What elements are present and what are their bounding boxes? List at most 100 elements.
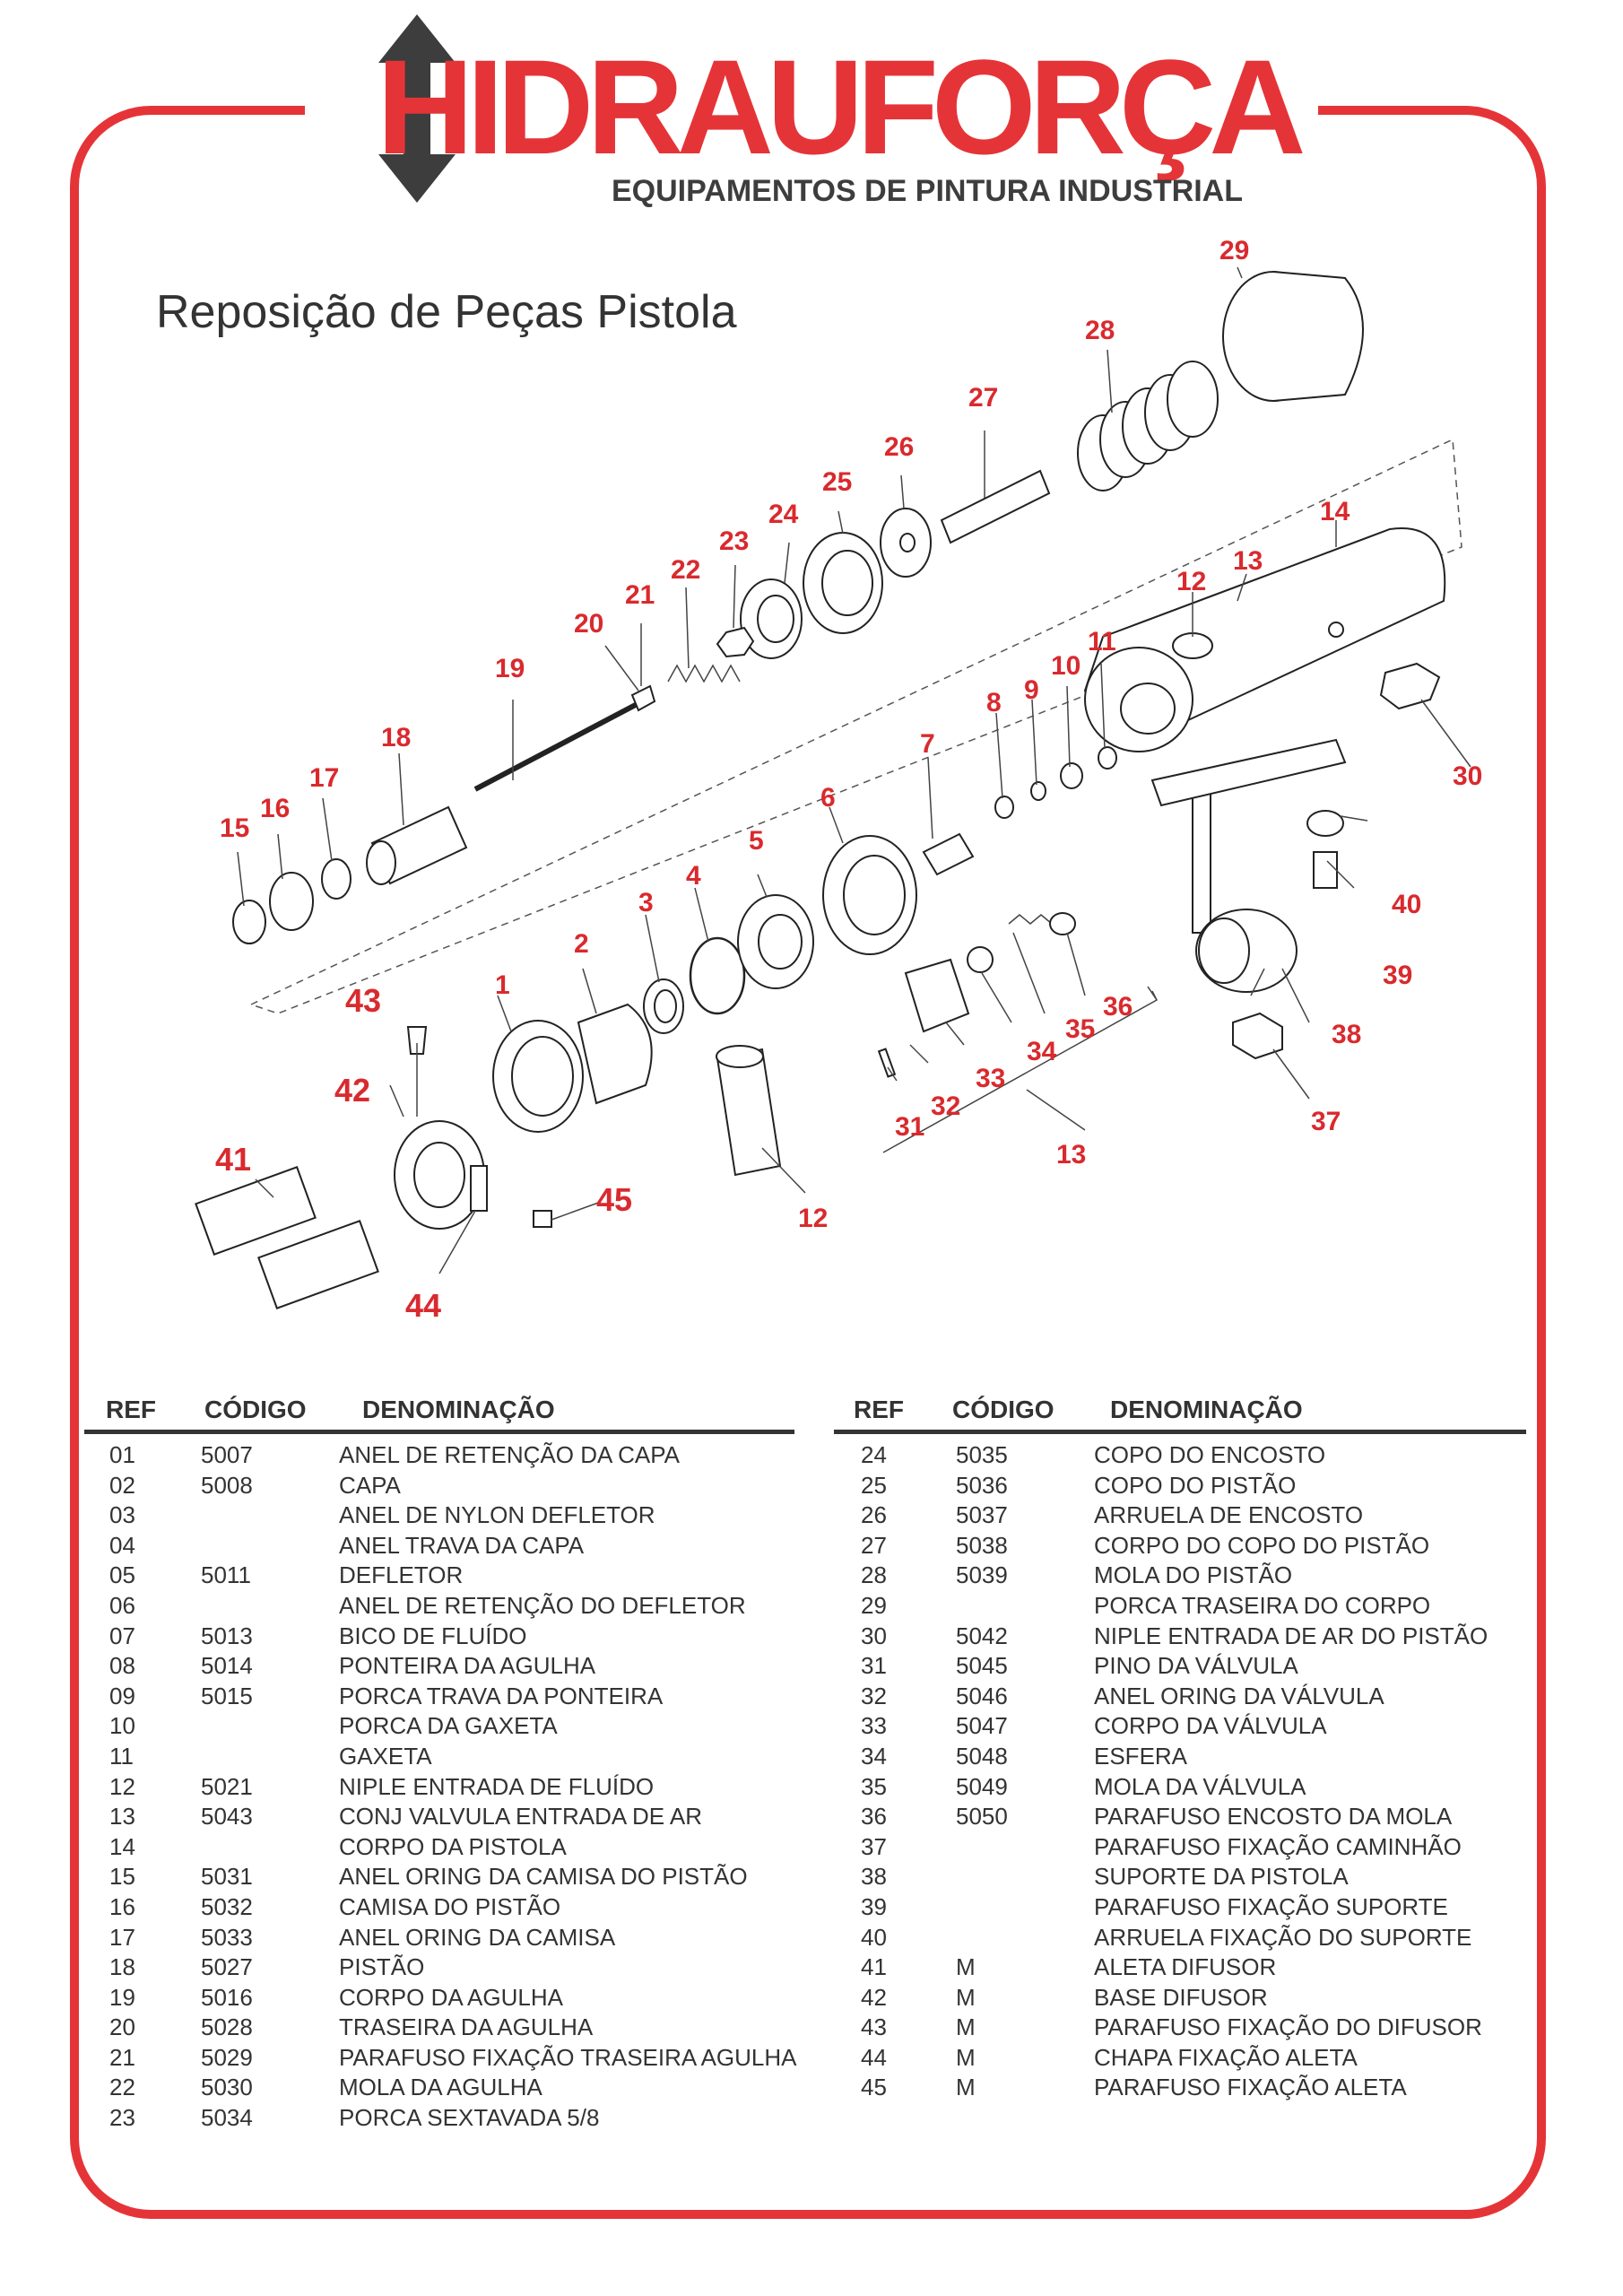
cell-code: 5033 [201, 1923, 253, 1951]
cell-name: PONTEIRA DA AGULHA [339, 1652, 596, 1680]
header-code: CÓDIGO [952, 1396, 1055, 1423]
label-30: 30 [1453, 761, 1482, 791]
cell-ref: 29 [861, 1591, 887, 1619]
cell-ref: 15 [109, 1863, 135, 1891]
cell-code: 5035 [956, 1441, 1008, 1468]
cell-name: CORPO DA AGULHA [339, 1983, 563, 2011]
cell-name: ANEL TRAVA DA CAPA [339, 1531, 585, 1559]
cell-name: PORCA SEXTAVADA 5/8 [339, 2104, 600, 2132]
label-37: 37 [1311, 1107, 1341, 1136]
cell-code: M [956, 1953, 976, 1981]
cell-name: MOLA DA AGULHA [339, 2074, 542, 2101]
cell-ref: 39 [861, 1892, 887, 1920]
label-10: 10 [1051, 651, 1081, 681]
cell-name: PARAFUSO FIXAÇÃO DO DIFUSOR [1094, 2013, 1482, 2041]
cell-code: M [956, 2043, 976, 2071]
cell-name: CORPO DA PISTOLA [339, 1832, 567, 1860]
cell-name: CONJ VALVULA ENTRADA DE AR [339, 1803, 703, 1831]
brand-name: HIDRAUFORÇA [377, 31, 1306, 182]
cell-ref: 33 [861, 1712, 887, 1740]
cell-ref: 41 [861, 1953, 887, 1981]
leader-lines [237, 266, 1471, 1274]
cell-code: 5049 [956, 1772, 1008, 1800]
table-header: REF CÓDIGO DENOMINAÇÃO [834, 1392, 1526, 1434]
label-9: 9 [1024, 675, 1039, 705]
cell-code: M [956, 2074, 976, 2101]
gun-body [1083, 527, 1446, 752]
cell-ref: 28 [861, 1561, 887, 1589]
cell-name: CORPO DO COPO DO PISTÃO [1094, 1531, 1430, 1559]
label-12-body: 12 [1176, 567, 1206, 596]
label-17: 17 [309, 763, 339, 793]
cell-ref: 11 [109, 1742, 134, 1770]
spring-28 [1077, 361, 1219, 491]
cell-name: COPO DO ENCOSTO [1094, 1441, 1326, 1468]
header-ref: REF [106, 1396, 156, 1423]
cell-code: 5042 [956, 1622, 1008, 1649]
cell-code: 5037 [956, 1501, 1008, 1529]
table-header: REF CÓDIGO DENOMINAÇÃO [84, 1392, 794, 1434]
cell-code: 5029 [201, 2043, 253, 2071]
label-8: 8 [986, 688, 1002, 718]
cell-ref: 36 [861, 1803, 887, 1831]
header-ref: REF [854, 1396, 904, 1423]
cell-name: COPO DO PISTÃO [1094, 1471, 1297, 1499]
label-41: 41 [215, 1141, 251, 1178]
cell-code: 5016 [201, 1983, 253, 2011]
cell-name: CHAPA FIXAÇÃO ALETA [1094, 2043, 1358, 2071]
cell-name: BASE DIFUSOR [1094, 1983, 1268, 2011]
label-16: 16 [260, 794, 290, 823]
label-5: 5 [749, 826, 764, 856]
cell-ref: 25 [861, 1471, 887, 1499]
header-name: DENOMINAÇÃO [1110, 1396, 1303, 1423]
double-arrow-icon [378, 14, 456, 203]
label-24: 24 [768, 500, 799, 529]
cell-ref: 05 [109, 1561, 135, 1589]
label-13-valve: 13 [1056, 1140, 1086, 1170]
cell-ref: 44 [861, 2043, 887, 2071]
cell-name: CAMISA DO PISTÃO [339, 1892, 561, 1920]
cell-ref: 09 [109, 1682, 135, 1709]
cell-ref: 21 [109, 2043, 135, 2071]
part-labels: 1 2 3 4 5 6 7 8 9 10 11 12 12 13 13 14 1… [215, 236, 1482, 1324]
cell-name: TRASEIRA DA AGULHA [339, 2013, 594, 2041]
cell-ref: 03 [109, 1501, 135, 1529]
cell-ref: 02 [109, 1471, 135, 1499]
cell-ref: 08 [109, 1652, 135, 1680]
cell-ref: 10 [109, 1712, 135, 1740]
cell-code: 5031 [201, 1863, 253, 1891]
page-title: Reposição de Peças Pistola [156, 286, 737, 338]
label-26: 26 [884, 432, 914, 462]
table-row: 44 M CHAPA FIXAÇÃO ALETA [834, 2044, 1526, 2074]
cell-name: BICO DE FLUÍDO [339, 1622, 527, 1649]
cell-ref: 06 [109, 1591, 135, 1619]
cell-ref: 24 [861, 1441, 887, 1468]
cell-code: 5028 [201, 2013, 253, 2041]
cell-ref: 34 [861, 1742, 887, 1770]
cell-code: 5047 [956, 1712, 1008, 1740]
label-23: 23 [719, 526, 749, 556]
label-40: 40 [1392, 890, 1421, 919]
label-21: 21 [625, 580, 655, 610]
cell-name: DEFLETOR [339, 1561, 464, 1589]
